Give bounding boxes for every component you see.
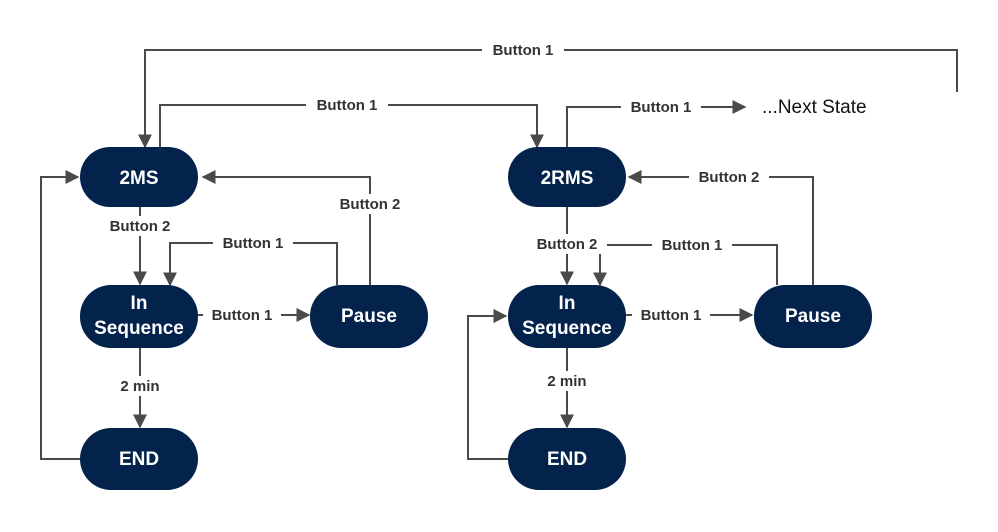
- edge-left-pause-to-2ms: [201, 170, 371, 285]
- label-left-timer: 2 min: [112, 376, 168, 396]
- svg-text:2RMS: 2RMS: [541, 168, 594, 189]
- svg-text:2 min: 2 min: [547, 373, 586, 390]
- label-right-timer: 2 min: [539, 371, 595, 391]
- svg-text:Button 2: Button 2: [699, 169, 760, 186]
- svg-text:END: END: [547, 449, 587, 470]
- node-right-end: END: [508, 428, 626, 490]
- edge-right-end-to-seq: [467, 309, 508, 460]
- edge-right-pause-to-2rms: [627, 170, 814, 285]
- svg-text:Pause: Pause: [341, 306, 397, 327]
- edge-left-end-to-2ms: [40, 170, 80, 460]
- svg-text:Button 1: Button 1: [493, 42, 554, 59]
- svg-text:END: END: [119, 449, 159, 470]
- node-right-pause: Pause: [754, 285, 872, 348]
- svg-text:In: In: [131, 293, 148, 314]
- svg-text:Button 1: Button 1: [212, 307, 273, 324]
- svg-text:Button 1: Button 1: [631, 99, 692, 116]
- label-top-loop: Button 1: [482, 40, 564, 60]
- svg-text:Button 2: Button 2: [110, 218, 171, 235]
- label-ms-to-rms: Button 1: [306, 95, 388, 115]
- node-right-in-sequence: In Sequence: [508, 285, 626, 348]
- svg-text:Pause: Pause: [785, 306, 841, 327]
- svg-text:Button 1: Button 1: [641, 307, 702, 324]
- svg-text:Button 1: Button 1: [223, 235, 284, 252]
- svg-text:2 min: 2 min: [120, 378, 159, 395]
- svg-text:Sequence: Sequence: [94, 318, 184, 339]
- node-2rms: 2RMS: [508, 147, 626, 207]
- label-left-button2-down: Button 2: [100, 216, 180, 236]
- label-left-seq-to-pause: Button 1: [203, 305, 281, 325]
- svg-text:Button 1: Button 1: [317, 97, 378, 114]
- label-right-button2-down: Button 2: [527, 234, 607, 254]
- svg-text:In: In: [559, 293, 576, 314]
- label-right-pause-to-2rms: Button 2: [689, 167, 769, 187]
- node-2ms: 2MS: [80, 147, 198, 207]
- node-left-pause: Pause: [310, 285, 428, 348]
- label-right-seq-to-pause: Button 1: [632, 305, 710, 325]
- svg-text:2MS: 2MS: [119, 168, 158, 189]
- node-left-in-sequence: In Sequence: [80, 285, 198, 348]
- label-left-pause-to-2ms: Button 2: [330, 194, 410, 214]
- svg-text:Button 2: Button 2: [340, 196, 401, 213]
- label-left-pause-to-seq: Button 1: [213, 233, 293, 253]
- svg-text:Button 1: Button 1: [662, 237, 723, 254]
- label-right-pause-to-seq: Button 1: [652, 235, 732, 255]
- svg-text:Sequence: Sequence: [522, 318, 612, 339]
- label-rms-to-next: Button 1: [621, 97, 701, 117]
- next-state-text: ...Next State: [762, 97, 867, 118]
- node-left-end: END: [80, 428, 198, 490]
- svg-text:Button 2: Button 2: [537, 236, 598, 253]
